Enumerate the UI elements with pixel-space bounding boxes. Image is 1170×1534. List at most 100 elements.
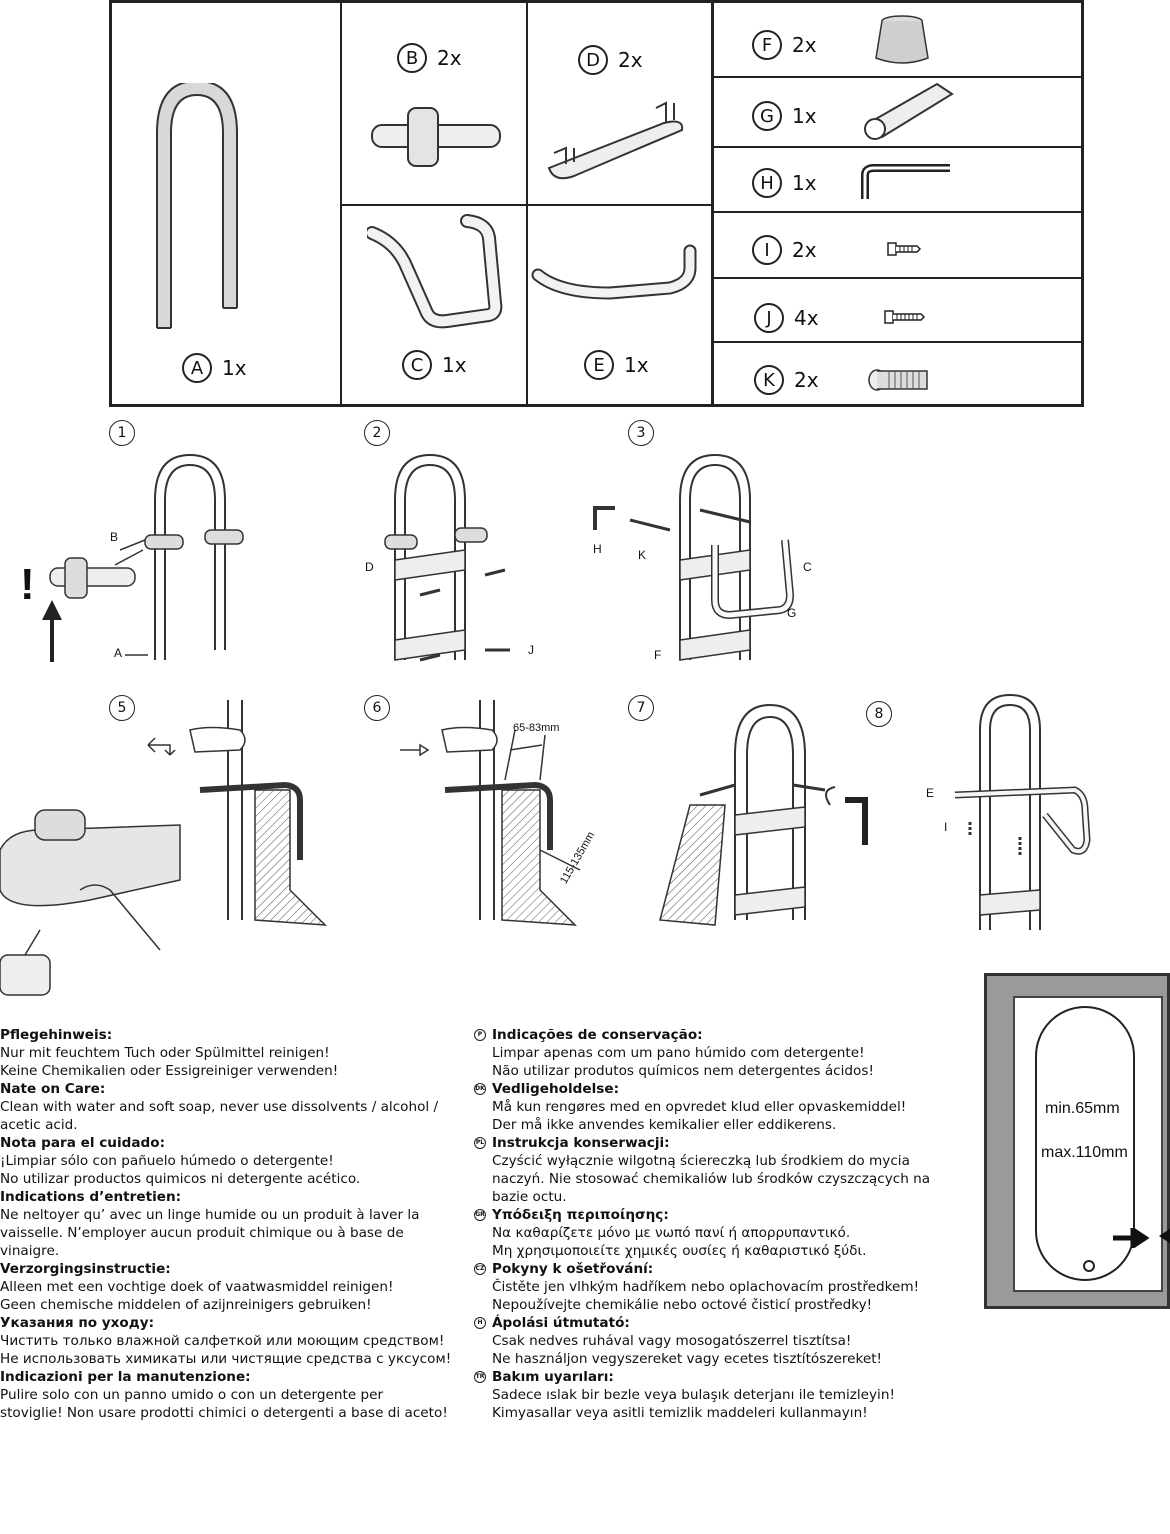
- care-heading: Instrukcja konserwacji:: [492, 1135, 670, 1151]
- country-code-badge: GR: [474, 1209, 486, 1221]
- label-e: E: [926, 786, 935, 800]
- care-heading: Vedligeholdelse:: [492, 1081, 620, 1097]
- part-label-j: J 4x: [754, 303, 819, 333]
- grid-line: [712, 76, 1081, 78]
- part-label-b: B 2x: [397, 43, 462, 73]
- care-text: Csak nedves ruhával vagy mosogatószerrel…: [492, 1333, 882, 1367]
- care-heading: Nota para el cuidado:: [0, 1135, 166, 1151]
- part-label-i: I 2x: [752, 235, 817, 265]
- part-label-g: G 1x: [752, 101, 817, 131]
- label-c: C: [803, 560, 812, 574]
- step-number-6: 6: [364, 695, 390, 721]
- step-8-illustration: [954, 693, 1091, 930]
- dimension-label-top: 65-83mm: [513, 722, 560, 734]
- care-heading-row: PL Instrukcja konserwacji:: [474, 1134, 964, 1152]
- label-d: D: [365, 560, 374, 574]
- country-code-icon: DK: [474, 1080, 492, 1098]
- care-text: Limpar apenas com um pano húmido com det…: [492, 1045, 874, 1079]
- drain-icon: [1083, 1260, 1095, 1272]
- arrow-right-icon: [1113, 1228, 1150, 1248]
- step-6-illustration: [400, 700, 581, 926]
- step-plate-icon: [547, 101, 684, 180]
- care-text: Čistěte jen vlhkým hadříkem nebo oplacho…: [492, 1279, 920, 1313]
- part-label-k: K 2x: [754, 365, 819, 395]
- care-text: ¡Limpiar sólo con pañuelo húmedo o deter…: [0, 1153, 361, 1187]
- tub-max-label: max.110mm: [1041, 1144, 1128, 1161]
- care-heading-row: DK Vedligeholdelse:: [474, 1080, 964, 1098]
- country-code-icon: GR: [474, 1206, 492, 1224]
- grid-line: [712, 277, 1081, 279]
- care-text: Må kun rengøres med en opvredet klud ell…: [492, 1099, 907, 1133]
- care-text: Czyścić wyłącznie wilgotną ściereczką lu…: [492, 1153, 931, 1205]
- u-bracket-icon: [367, 214, 503, 329]
- part-letter: J: [754, 303, 784, 333]
- care-heading: Указания по уходу:: [0, 1315, 155, 1331]
- part-label-f: F 2x: [752, 30, 817, 60]
- long-screw-icon: [884, 310, 926, 324]
- part-label-d: D 2x: [578, 45, 643, 75]
- country-code-badge: TR: [474, 1371, 486, 1383]
- country-code-badge: CZ: [474, 1263, 486, 1275]
- step-number-8: 8: [866, 701, 892, 727]
- country-code-icon: PL: [474, 1134, 492, 1152]
- allen-key-icon: [861, 164, 950, 199]
- label-i: I: [944, 820, 948, 834]
- country-code-icon: P: [474, 1026, 492, 1044]
- care-text: Чистить только влажной салфеткой или мою…: [0, 1333, 452, 1367]
- care-heading: Nate on Care:: [0, 1081, 106, 1097]
- step-5-illustration: [0, 700, 327, 996]
- care-text: Nur mit feuchtem Tuch oder Spülmittel re…: [0, 1045, 339, 1079]
- country-code-badge: H: [474, 1317, 486, 1329]
- part-qty: 2x: [437, 46, 462, 70]
- care-heading: Indicazioni per la manutenzione:: [0, 1369, 251, 1385]
- care-instructions-left: Pflegehinweis: Nur mit feuchtem Tuch oder…: [0, 1026, 470, 1422]
- care-heading: Pokyny k ošetřování:: [492, 1261, 654, 1277]
- grid-line: [340, 3, 342, 404]
- part-letter: B: [397, 43, 427, 73]
- care-heading: Υπόδειξη περιποίησης:: [492, 1207, 669, 1223]
- tub-panel: min.65mm max.110mm: [1013, 996, 1163, 1292]
- care-instructions-right: P Indicações de conservação: Limpar apenas…: [474, 1026, 964, 1422]
- part-letter: H: [752, 168, 782, 198]
- step-number-5: 5: [109, 695, 135, 721]
- part-label-c: C 1x: [402, 350, 467, 380]
- grid-line: [712, 146, 1081, 148]
- care-heading: Ápolási útmutató:: [492, 1315, 630, 1331]
- label-g: G: [787, 606, 797, 620]
- bolt-icon: [868, 369, 928, 391]
- care-heading: Pflegehinweis:: [0, 1027, 113, 1043]
- part-qty: 4x: [794, 306, 819, 330]
- warning-exclamation: !: [20, 560, 35, 609]
- tub-rim-diagram: min.65mm max.110mm: [984, 973, 1170, 1309]
- country-code-badge: P: [474, 1029, 486, 1041]
- care-text: Να καθαρίζετε μόνο με νωπό πανί ή απορρυ…: [492, 1225, 867, 1259]
- part-letter: F: [752, 30, 782, 60]
- country-code-badge: PL: [474, 1137, 486, 1149]
- care-heading: Indicações de conservação:: [492, 1027, 703, 1043]
- grid-line: [712, 341, 1081, 343]
- part-letter: K: [754, 365, 784, 395]
- parts-table: A 1x B 2x C 1x D 2x E 1x F 2x: [109, 0, 1084, 407]
- part-qty: 1x: [624, 353, 649, 377]
- label-k: K: [638, 548, 647, 562]
- country-code-icon: H: [474, 1314, 492, 1332]
- care-heading: Indications d’entretien:: [0, 1189, 182, 1205]
- country-code-badge: DK: [474, 1083, 486, 1095]
- care-text: Ne neltoyer qu’ avec un linge humide ou …: [0, 1207, 420, 1259]
- step-number-2: 2: [364, 420, 390, 446]
- part-letter: A: [182, 353, 212, 383]
- foot-cap-icon: [875, 15, 929, 64]
- part-letter: I: [752, 235, 782, 265]
- hoop-frame-icon: [156, 83, 238, 329]
- tub-min-label: min.65mm: [1045, 1100, 1120, 1117]
- care-heading-row: P Indicações de conservação:: [474, 1026, 964, 1044]
- part-letter: E: [584, 350, 614, 380]
- part-qty: 1x: [222, 356, 247, 380]
- label-f: F: [654, 648, 662, 662]
- step-7-illustration: [659, 703, 868, 926]
- care-heading-row: H Ápolási útmutató:: [474, 1314, 964, 1332]
- grid-line: [526, 3, 528, 404]
- care-heading-row: CZ Pokyny k ošetřování:: [474, 1260, 964, 1278]
- grid-line: [711, 3, 714, 404]
